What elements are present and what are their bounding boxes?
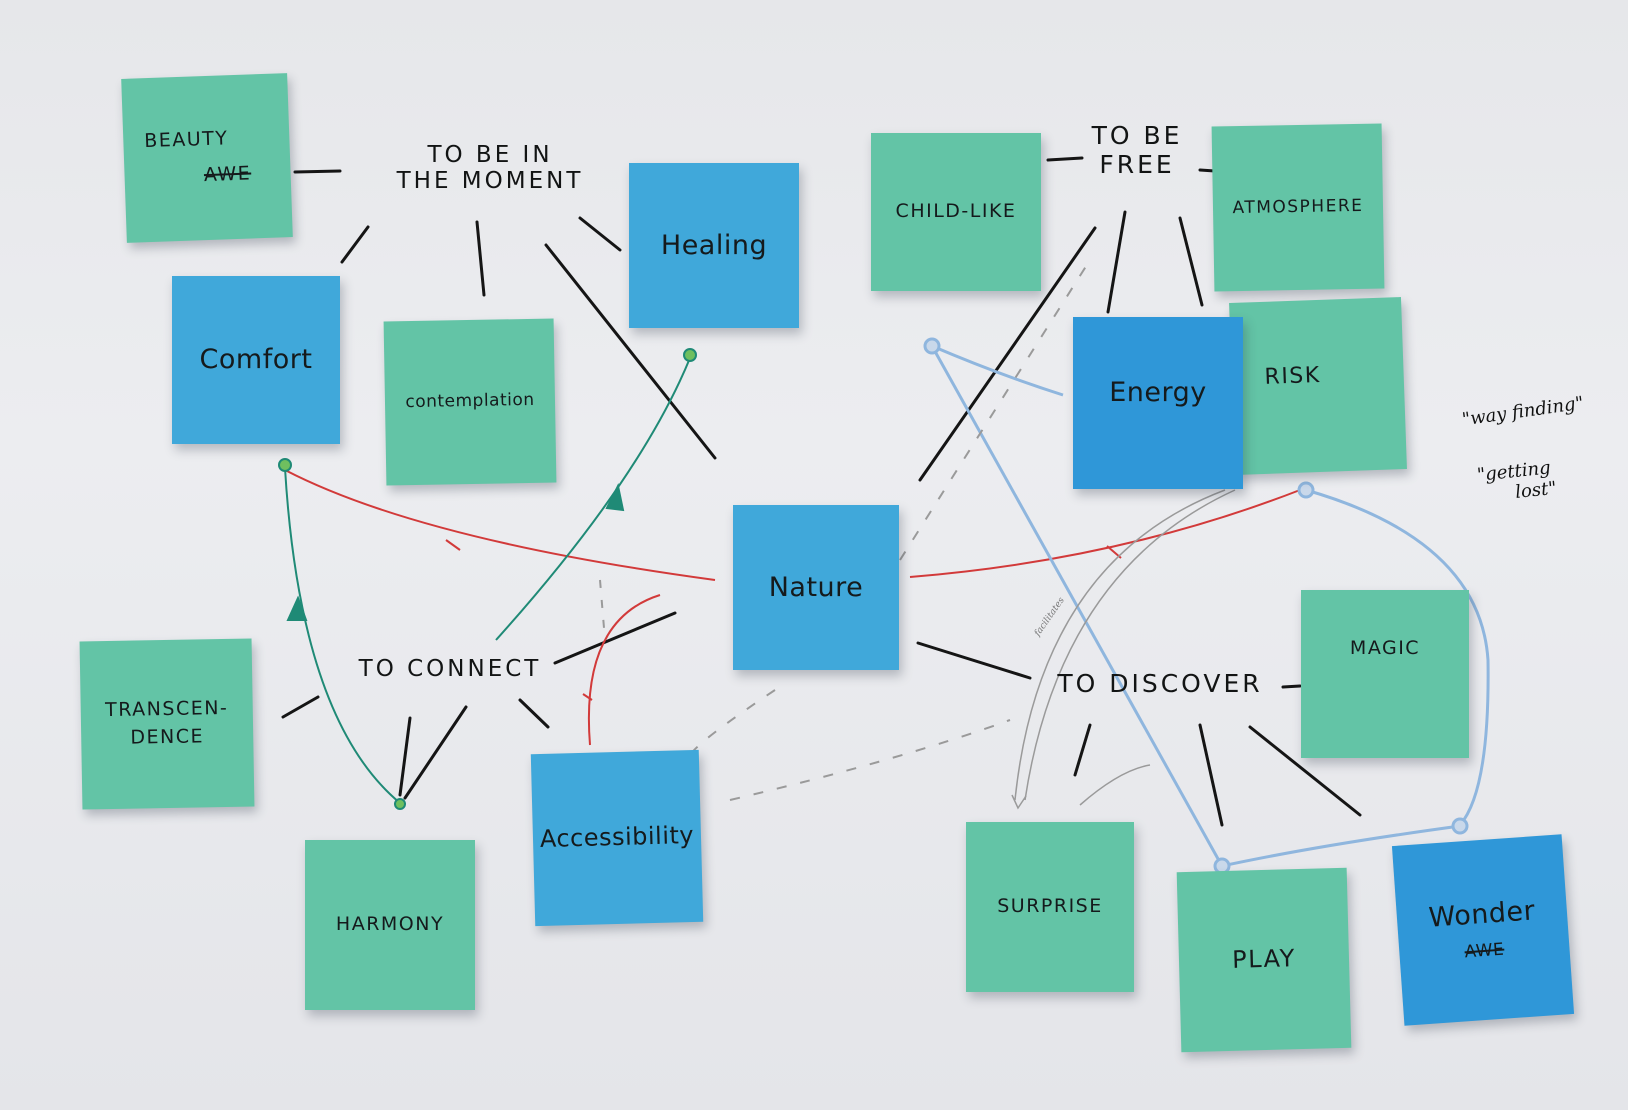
theme-to-be-free: TO BE FREE xyxy=(1072,121,1202,180)
link-transcendence-connect xyxy=(281,695,320,719)
theme-to-connect: TO CONNECT xyxy=(340,656,560,682)
note-nature: Nature xyxy=(733,505,899,670)
note-contemplation-label: contemplation xyxy=(405,390,535,413)
theme-to-be-in-the-moment: TO BE IN THE MOMENT xyxy=(360,142,620,195)
theme-to-discover: TO DISCOVER xyxy=(1040,669,1280,699)
link-connect-accessibility xyxy=(518,698,550,729)
note-harmony: HARMONY xyxy=(305,840,475,1010)
note-nature-label: Nature xyxy=(768,571,864,603)
theme-free-line1: TO BE xyxy=(1091,121,1183,150)
note-play: PLAY xyxy=(1176,867,1352,1053)
note-wonder: Wonder AWE xyxy=(1391,834,1575,1026)
link-discover-magic xyxy=(1281,684,1302,689)
grey-curve-facilitates xyxy=(1014,489,1226,801)
blue-string-play-wonder xyxy=(1221,824,1461,868)
note-healing-label: Healing xyxy=(660,229,768,261)
note-magic: MAGIC xyxy=(1301,590,1469,758)
link-nature-discover xyxy=(916,641,1032,680)
note-surprise-label: SURPRISE xyxy=(997,895,1103,918)
link-beauty-moment xyxy=(293,169,342,174)
link-discover-play xyxy=(1198,723,1224,827)
note-atmosphere-label: ATMOSPHERE xyxy=(1232,195,1364,218)
note-energy: Energy xyxy=(1073,317,1243,489)
note-awe: AWE xyxy=(203,162,252,187)
note-child-like-label: CHILD-LIKE xyxy=(895,200,1017,223)
note-beauty-awe: BEAUTY AWE xyxy=(121,73,293,243)
teal-dot-comfort xyxy=(278,458,292,472)
note-harmony-label: HARMONY xyxy=(335,913,445,936)
note-play-label: PLAY xyxy=(1231,944,1297,975)
note-healing: Healing xyxy=(629,163,799,328)
red-curve-nature-risk xyxy=(909,489,1301,578)
link-connect-harmony-2 xyxy=(403,705,468,800)
red-tick-1 xyxy=(445,539,461,551)
pin-risk xyxy=(1297,481,1315,499)
note-child-like: CHILD-LIKE xyxy=(871,133,1041,291)
blue-string-risk-wonder xyxy=(1305,488,1490,826)
link-childlike-free xyxy=(1046,156,1084,162)
red-tick-3 xyxy=(582,693,593,701)
link-discover-surprise xyxy=(1073,723,1092,777)
note-surprise: SURPRISE xyxy=(966,822,1134,992)
link-moment-comfort xyxy=(340,225,370,264)
link-discover-wonder xyxy=(1248,725,1362,817)
note-risk-label: RISK xyxy=(1264,363,1322,391)
link-connect-harmony xyxy=(398,716,412,797)
link-moment-nature xyxy=(544,243,717,460)
note-wonder-struck: AWE xyxy=(1463,939,1505,963)
link-moment-contemplation xyxy=(475,220,486,297)
theme-moment-line2: THE MOMENT xyxy=(396,168,584,195)
note-transcendence-line1: TRANSCEN- xyxy=(104,697,229,722)
teal-dot-healing xyxy=(683,348,697,362)
link-moment-healing xyxy=(578,216,622,252)
teal-dot-harmony xyxy=(394,798,406,810)
note-accessibility-label: Accessibility xyxy=(539,821,695,854)
grey-dashed-accessibility-discover xyxy=(729,719,1011,801)
theme-moment-line1: TO BE IN xyxy=(427,142,553,168)
note-transcendence: TRANSCEN- DENCE xyxy=(79,638,255,810)
note-wonder-label: Wonder xyxy=(1427,895,1537,934)
blue-string-energy xyxy=(931,344,1064,397)
teal-arrow-harmony-comfort xyxy=(284,467,401,804)
theme-discover: TO DISCOVER xyxy=(1057,669,1263,698)
link-free-energy xyxy=(1106,210,1127,314)
note-contemplation: contemplation xyxy=(383,318,557,486)
theme-connect: TO CONNECT xyxy=(358,656,542,682)
grey-arrowhead-surprise xyxy=(1011,794,1027,810)
pin-energy xyxy=(923,337,941,355)
link-free-nature xyxy=(918,226,1097,482)
grey-dashed-nature-free xyxy=(899,259,1091,561)
note-atmosphere: ATMOSPHERE xyxy=(1211,123,1385,292)
note-magic-label: MAGIC xyxy=(1349,637,1421,660)
teal-arrowhead-2 xyxy=(605,482,625,512)
link-free-risk xyxy=(1178,216,1204,307)
link-connect-nature xyxy=(553,611,677,665)
note-beauty: BEAUTY xyxy=(143,127,229,153)
note-accessibility: Accessibility xyxy=(530,749,704,927)
note-risk: RISK xyxy=(1229,297,1407,475)
grey-dashed-nature-accessibility xyxy=(689,689,776,756)
note-comfort-label: Comfort xyxy=(199,344,313,376)
note-comfort: Comfort xyxy=(172,276,340,444)
note-energy-label: Energy xyxy=(1109,377,1207,409)
red-curve-accessibility xyxy=(587,594,661,746)
red-curve-comfort-nature xyxy=(284,469,716,581)
teal-arrowhead-1 xyxy=(286,595,308,621)
note-transcendence-line2: DENCE xyxy=(130,725,205,749)
grey-curve-facilitates-2 xyxy=(1024,489,1236,801)
pin-wonder xyxy=(1451,817,1469,835)
theme-free-line2: FREE xyxy=(1099,149,1175,179)
grey-curve-surprise xyxy=(1079,764,1151,806)
grey-dashed-connect-nature xyxy=(599,579,606,641)
